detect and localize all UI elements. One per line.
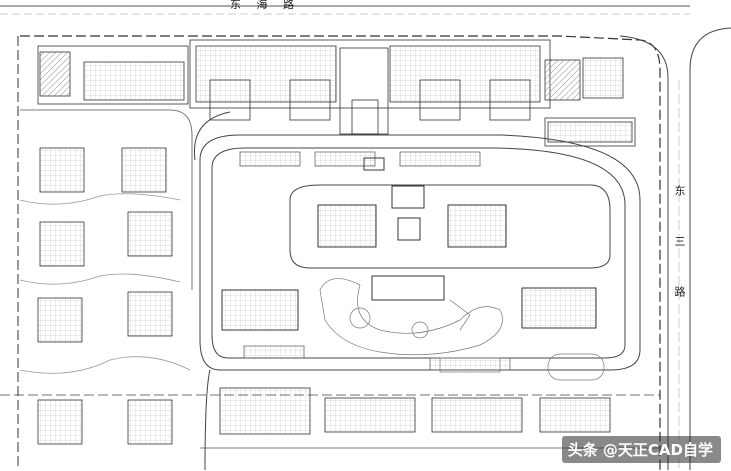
north-commercial-block [37, 39, 636, 147]
parking-rows [239, 151, 511, 371]
east-road-inner [689, 27, 731, 470]
west-villa-cluster [19, 109, 193, 445]
watermark-text: 头条 @天正CAD自学 [567, 441, 713, 459]
internal-ring-road [193, 111, 641, 471]
central-garden [319, 278, 605, 381]
north-road-label: 东 海 路 [230, 0, 300, 11]
south-row-houses [200, 387, 660, 449]
central-towers [221, 157, 597, 331]
east-road-label: 东 三 路 [673, 185, 686, 315]
east-road-outer [619, 35, 669, 470]
watermark-badge: 头条 @天正CAD自学 [561, 436, 721, 463]
